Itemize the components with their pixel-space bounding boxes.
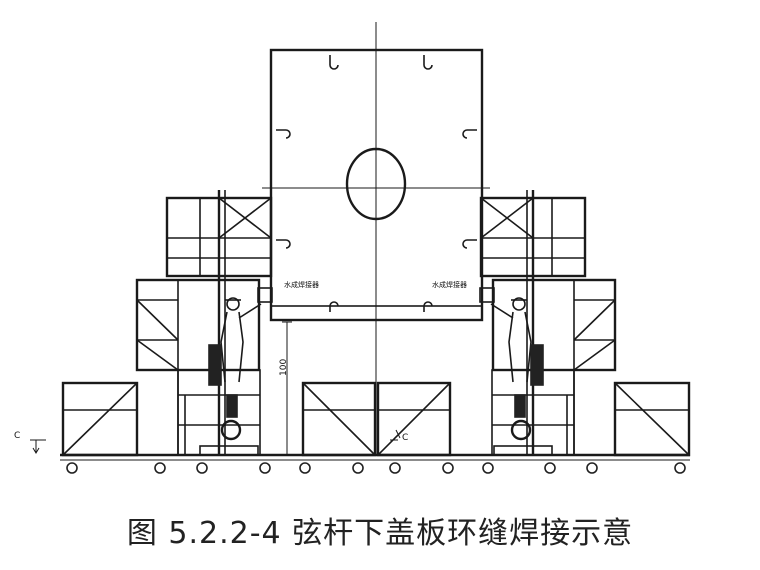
section-mark-center: C (402, 433, 408, 443)
right-scaffold (479, 190, 691, 457)
lug-left-upper (276, 129, 291, 139)
lug-bottom-left (329, 301, 339, 312)
right-device-label: 水成焊接器 (432, 280, 467, 289)
welding-diagram: 水成焊接器 水成焊接器 100 C C (14, 22, 691, 474)
lower-cover-plate (270, 305, 483, 321)
lug-bottom-right (423, 301, 433, 312)
lug-right-upper (462, 129, 477, 139)
left-device-label: 水成焊接器 (284, 280, 319, 289)
left-motor-unit (208, 344, 222, 386)
left-worker-body (220, 303, 262, 383)
figure-caption: 图 5.2.2-4 弦杆下盖板环缝焊接示意 (126, 516, 634, 551)
left-drive-wheel (220, 419, 242, 441)
section-mark-left: C (14, 431, 20, 441)
wheels (66, 462, 686, 474)
section-arrow-left (30, 439, 46, 454)
lug-right-lower (462, 239, 477, 249)
left-worker-head (226, 297, 240, 311)
lug-left-lower (276, 239, 291, 249)
access-hole (345, 147, 407, 221)
lug-top-left (329, 55, 339, 70)
dimension-label: 100 (279, 359, 289, 376)
left-device-mount (257, 287, 273, 303)
left-gear-unit (226, 394, 238, 418)
lug-top-right (423, 55, 433, 70)
left-carriage (199, 445, 259, 456)
